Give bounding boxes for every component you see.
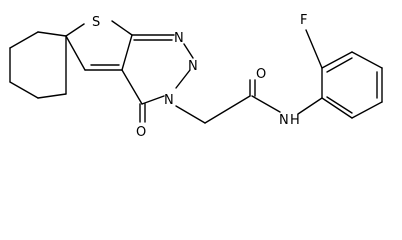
acetamide-linker xyxy=(175,79,323,124)
triazinone-ring xyxy=(121,34,194,105)
atom-oxygen-ring-carbonyl: O xyxy=(136,125,146,140)
bond xyxy=(326,57,353,73)
atom-oxygen-amide: O xyxy=(256,67,266,82)
bond xyxy=(65,23,85,37)
fluorophenyl-ring xyxy=(305,29,383,119)
bond xyxy=(204,95,251,124)
bond xyxy=(251,95,281,113)
bond xyxy=(183,43,194,59)
atom-sulfur: S xyxy=(92,15,100,30)
atom-nitrogen-triazine-ring: N xyxy=(164,93,174,108)
atom-nitrogen-amide: N xyxy=(279,113,289,128)
bond xyxy=(9,31,39,49)
bond xyxy=(321,97,353,119)
bond xyxy=(321,51,353,69)
atom-nitrogen-triazine-top: N xyxy=(174,31,184,46)
thiophene-ring xyxy=(65,20,133,71)
bond xyxy=(141,95,165,105)
molecule-structure: S N N N O O N H F xyxy=(9,13,383,140)
bond xyxy=(297,97,323,115)
bond xyxy=(121,34,133,71)
bond xyxy=(37,93,67,99)
atom-nitrogen-triazine-mid: N xyxy=(188,59,198,74)
atom-fluorine: F xyxy=(300,13,307,28)
bond xyxy=(37,31,67,37)
cyclohexane-ring xyxy=(9,31,67,99)
bond xyxy=(351,51,383,69)
atom-hydrogen-amide: H xyxy=(290,113,300,128)
bond xyxy=(175,69,191,89)
bond xyxy=(305,29,323,69)
bond xyxy=(9,81,39,99)
bond xyxy=(175,105,206,124)
bond xyxy=(111,20,133,36)
bond xyxy=(121,69,143,105)
bond xyxy=(65,35,86,71)
ring-carbonyl xyxy=(139,103,146,123)
bond xyxy=(351,101,383,119)
bond xyxy=(326,96,353,114)
